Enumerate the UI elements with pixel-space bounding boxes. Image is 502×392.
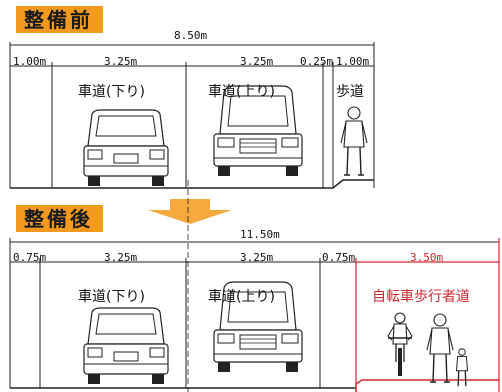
after-lane-up: 車道(上り) [208,289,275,305]
before-segment-1: 1.00m [13,55,47,68]
before-ground [10,179,374,189]
after-segment-2: 3.25m [104,251,138,264]
after-lane-down: 車道(下り) [78,289,145,305]
before-segment-5: 1.00m [336,55,370,68]
child-icon [455,348,469,387]
after-ground [10,379,499,392]
after-total-width: 11.50m [240,228,280,241]
car-rear-icon [83,109,169,187]
before-lane-up: 車道(上り) [208,84,275,100]
car-rear-icon [83,307,169,385]
after-segment-3: 3.25m [240,251,274,264]
before-total-width: 8.50m [174,29,208,42]
before-lane-down: 車道(下り) [78,84,145,100]
after-segment-4: 0.75m [322,251,356,264]
after-dimension-lines [9,238,500,392]
after-bike-ped-path: 自転車歩行者道 [372,289,470,305]
after-segment-1: 0.75m [13,251,47,264]
before-dimension-lines [9,42,375,188]
pedestrian-icon [340,106,368,176]
after-title: 整備後 [16,205,103,232]
before-segment-3: 3.25m [240,55,274,68]
pedestrian-icon [426,313,454,383]
before-segment-4: 0.25m [300,55,334,68]
before-sidewalk: 歩道 [336,84,364,100]
before-segment-2: 3.25m [104,55,138,68]
after-segment-5: 3.50m [410,251,444,264]
down-arrow-icon [148,199,232,224]
cyclist-icon [387,312,413,377]
before-title: 整備前 [16,6,103,33]
